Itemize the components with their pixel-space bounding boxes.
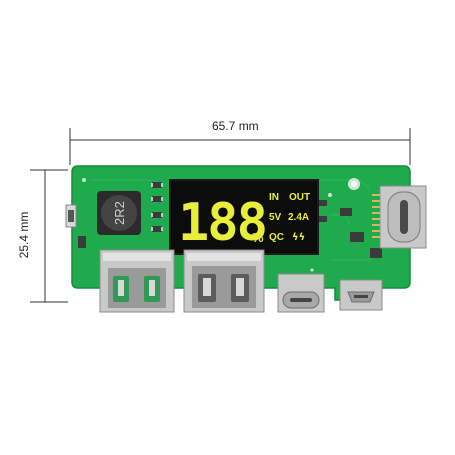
usb-a-port-icon xyxy=(99,249,175,313)
lcd-qc-label: QC xyxy=(269,232,284,243)
lcd-in-label: IN xyxy=(269,192,279,203)
lcd-display-icon: 188 % IN OUT 5V 2.4A QC ϟϟ xyxy=(169,179,319,255)
inductor-icon: 2R2 xyxy=(97,191,141,235)
inductor-marking: 2R2 xyxy=(112,201,127,225)
lcd-voltage-label: 5V xyxy=(269,212,282,223)
height-dimension-line xyxy=(30,169,68,303)
lcd-current-label: 2.4A xyxy=(288,212,309,223)
width-dimension-label: 65.7 mm xyxy=(212,119,259,133)
lcd-digits: 188 xyxy=(178,193,266,253)
lcd-out-label: OUT xyxy=(289,192,310,203)
lcd-lightning-icon: ϟϟ xyxy=(292,232,305,243)
usb-c-port-icon xyxy=(277,273,325,313)
micro-usb-port-icon xyxy=(339,279,383,311)
usb-a-port-icon xyxy=(183,249,265,313)
usb-c-port-icon xyxy=(372,185,427,249)
lcd-percent: % xyxy=(252,230,264,245)
width-dimension-line xyxy=(69,128,411,165)
